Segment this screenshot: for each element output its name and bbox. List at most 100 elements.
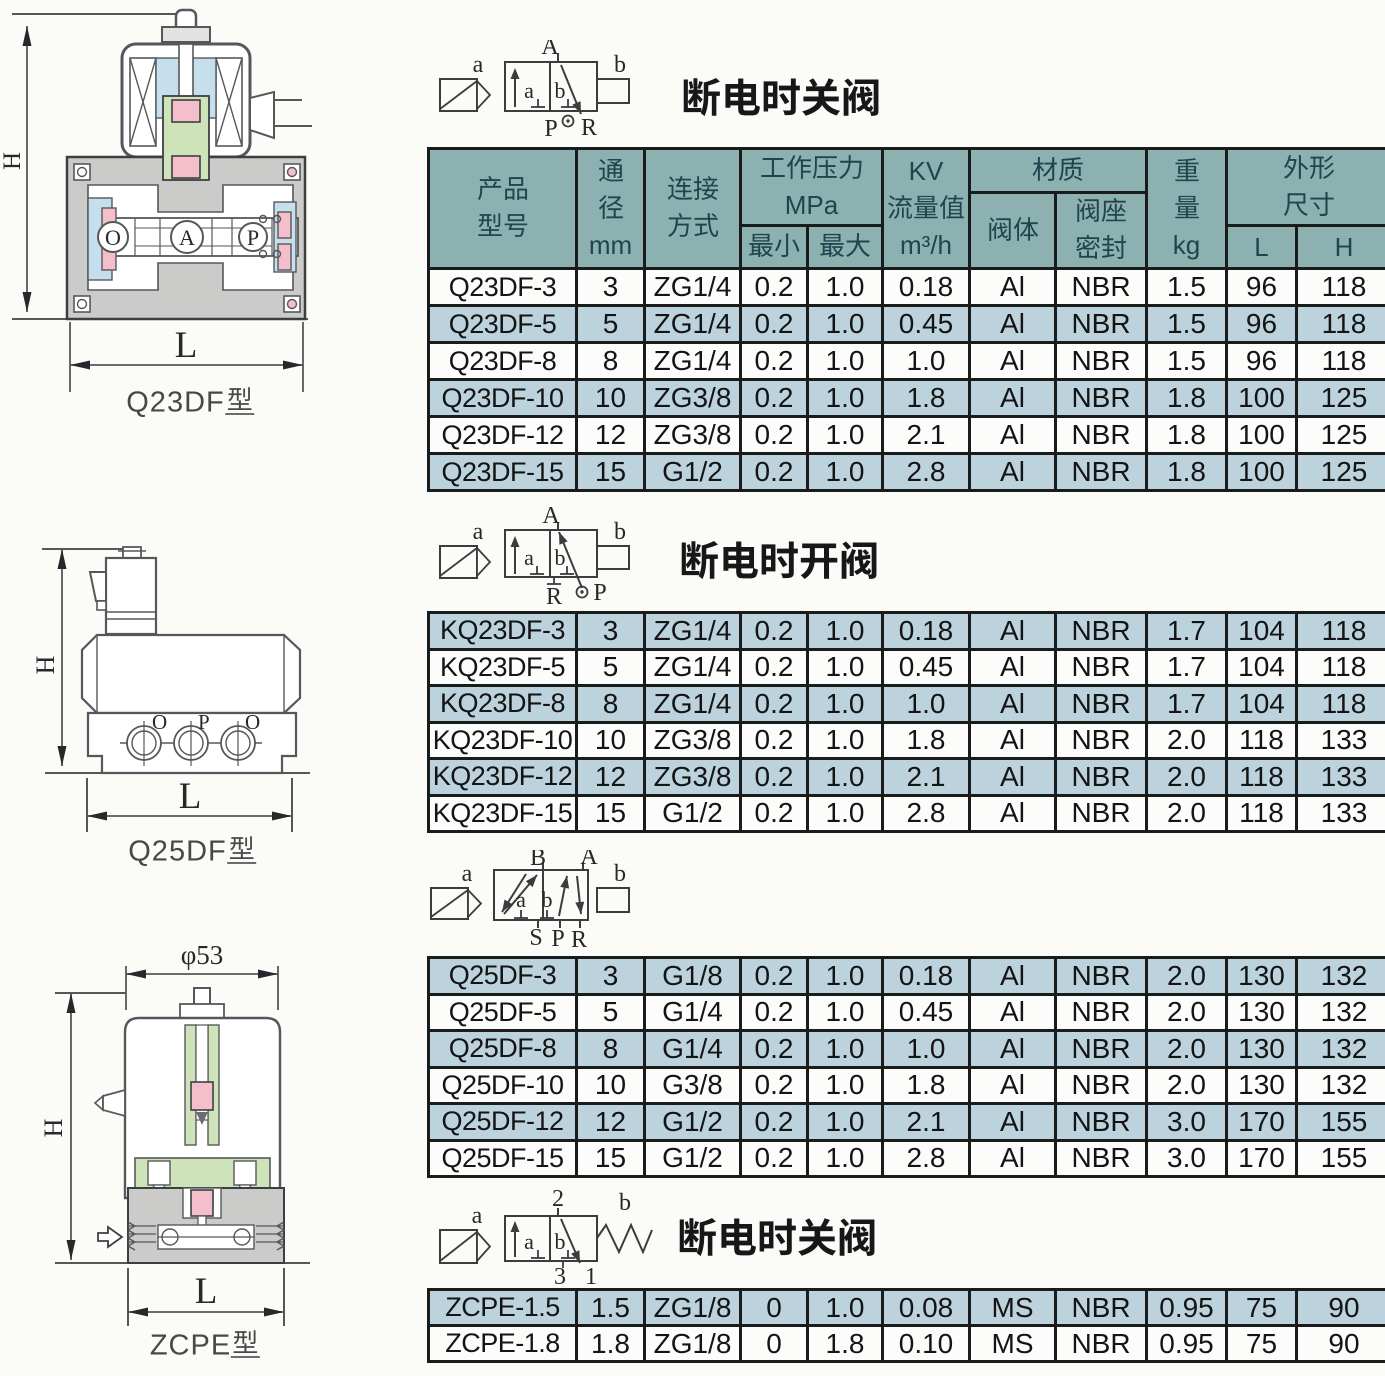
header-line [1283,187,1335,224]
table-cell: 0.45 [884,307,968,341]
table-cell: 1.5 [1148,270,1225,304]
table-cell: 0.2 [742,1141,806,1175]
table-cell: ZG3/8 [646,723,739,757]
table-cell: 170 [1228,1141,1295,1175]
cjk-glyph [1309,155,1335,180]
port-a-label: A [179,225,195,250]
cjk-glyph [1174,195,1199,219]
table-cell: 1.8 [1148,381,1225,415]
table-cell: 0.2 [742,307,806,341]
header-line [1032,152,1084,189]
port-b-label: b [555,78,566,103]
table-cell: 130 [1228,995,1295,1029]
table-cell: 130 [1228,1032,1295,1066]
cjk-glyph [1283,193,1308,217]
table-cell: MS [971,1327,1054,1360]
table-cell: 1.0 [809,418,881,452]
cjk-glyph [598,158,623,182]
cjk-glyph [1101,235,1126,260]
table-cell: Q25DF-8 [430,1032,575,1066]
table-cell: ZG3/8 [646,418,739,452]
cjk-glyph [786,155,811,179]
table-cell: 15 [578,455,643,489]
table-cell: NBR [1057,1141,1145,1175]
spring-b-label: b [619,1190,631,1216]
table-cell: 10 [578,723,643,757]
table-cell: 132 [1298,1068,1385,1102]
table-cell: 1.5 [1148,307,1225,341]
cjk-glyph [800,543,838,579]
header-line [1174,153,1200,190]
header-weight: kg [1148,150,1225,267]
port-b-top-label: B [530,850,546,871]
cjk-glyph [504,177,527,201]
table-cell: 8 [578,1032,643,1066]
table-cell: Q25DF-15 [430,1141,575,1175]
symbol-3way-spring: a a b 2 3 1 b [439,1190,653,1290]
header-line: L [1254,231,1269,262]
cjk-glyph [841,541,877,579]
table-cell: 1.0 [809,270,881,304]
header-connection [646,150,739,267]
table-cell: NBR [1057,723,1145,757]
port-a-label: a [524,78,534,103]
header-line [598,190,624,227]
port-p-label: P [544,116,557,142]
table-cell: 1.8 [1148,455,1225,489]
table-cell: 0.2 [742,1032,806,1066]
table-cell: 0.2 [742,1068,806,1102]
header-valve-body [971,194,1054,267]
table-cell: 12 [578,760,643,794]
table-cell: ZCPE-1.5 [430,1291,575,1324]
table-cell: 0.2 [742,614,806,648]
cjk-glyph [667,213,691,238]
pilot-b-label: b [614,519,626,545]
table-cell: NBR [1057,959,1145,993]
table-cell: 1.7 [1148,687,1225,721]
cjk-glyph [760,157,785,177]
section-title-1 [681,77,881,122]
table-cell: Q23DF-15 [430,455,575,489]
table-cell: 0.2 [742,344,806,378]
table-cell: NBR [1057,760,1145,794]
table-cell: 5 [578,650,643,684]
header-pressure-min [742,227,806,267]
table-cell: 170 [1228,1105,1295,1139]
header-line [598,153,624,190]
table-cell: NBR [1057,270,1145,304]
table-cell: 155 [1298,1105,1385,1139]
table-cell: 1.5 [578,1291,643,1324]
table-cell: Al [971,614,1054,648]
table-cell: G1/2 [646,1141,739,1175]
table-cell: 0.2 [742,723,806,757]
header-seat-seal [1057,194,1145,267]
table-cell: G1/2 [646,455,739,489]
table-cell: 133 [1298,796,1385,830]
table-cell: 1.0 [884,344,968,378]
table-cell: Al [971,455,1054,489]
pilot-b-label: b [614,52,626,78]
table-cell: 96 [1228,307,1295,341]
header-pressure-max [809,227,881,267]
table-cell: MS [971,1291,1054,1324]
header-dim-l: L [1228,227,1295,267]
table-cell: NBR [1057,418,1145,452]
table-cell: 8 [578,344,643,378]
cjk-glyph [774,233,800,258]
cjk-glyph [812,156,837,179]
table-cell: G1/2 [646,1105,739,1139]
table-cell: NBR [1057,1068,1145,1102]
table-cell: 1.0 [809,614,881,648]
table-cell: 0.2 [742,995,806,1029]
table-cell: 10 [578,1068,643,1102]
table-cell: 1.8 [578,1327,643,1360]
table-cell: Al [971,1105,1054,1139]
table-cell: 155 [1298,1141,1385,1175]
cjk-glyph [681,540,718,580]
table-cell: 2.8 [884,796,968,830]
table-cell: 2.1 [884,760,968,794]
table-cell: 118 [1228,796,1295,830]
table-cell: KQ23DF-10 [430,723,575,757]
